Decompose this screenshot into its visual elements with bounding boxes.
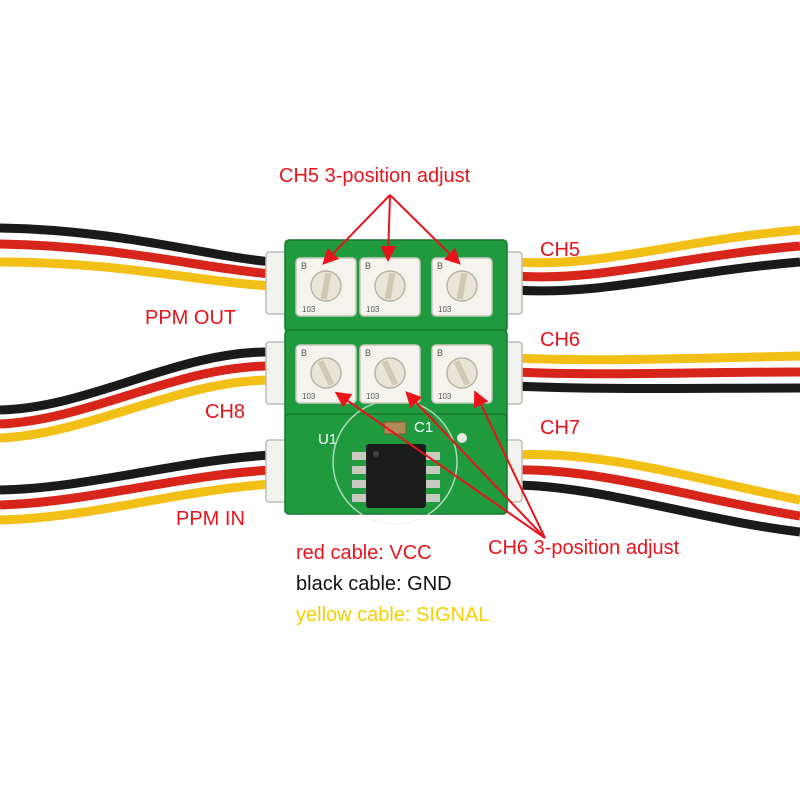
pot-code-label: 103	[366, 392, 380, 401]
pot-code-label: 103	[302, 305, 316, 314]
pot-b-label: B	[301, 348, 307, 358]
pot-code-label: 103	[438, 305, 452, 314]
label-ch5: CH5	[540, 239, 581, 261]
pot-b-label: B	[365, 261, 371, 271]
pot-code-label: 103	[438, 392, 452, 401]
legend-black-cable: black cable: GND	[296, 573, 452, 595]
legend-red-cable: red cable: VCC	[296, 542, 432, 564]
cable-ch5	[514, 225, 800, 296]
label-ch8: CH8	[205, 401, 246, 423]
label-ch5-adjust: CH5 3-position adjust	[279, 165, 471, 187]
silkscreen-u1: U1	[318, 431, 337, 448]
trimmer-pot-ch5-3: 103 B	[431, 257, 493, 317]
label-ppm-in: PPM IN	[176, 508, 245, 530]
pot-code-label: 103	[302, 392, 316, 401]
silkscreen-c1: C1	[414, 419, 433, 436]
cable-ppm-in	[0, 450, 273, 525]
label-ch7: CH7	[540, 417, 581, 439]
pot-b-label: B	[365, 348, 371, 358]
cable-ch6	[514, 351, 800, 393]
pot-b-label: B	[437, 348, 443, 358]
label-ch6: CH6	[540, 329, 581, 351]
cable-ppm-out	[0, 223, 273, 291]
trimmer-pot-ch6-1: 103 B	[295, 344, 357, 404]
legend-yellow-cable: yellow cable: SIGNAL	[296, 604, 490, 626]
trimmer-pot-ch6-3: 103 B	[431, 344, 493, 404]
pot-code-label: 103	[366, 305, 380, 314]
label-ch6-adjust: CH6 3-position adjust	[488, 537, 680, 559]
cable-ch8	[0, 347, 273, 443]
mounting-hole	[457, 433, 467, 443]
trimmer-pot-ch5-2: 103 B	[359, 257, 421, 317]
trimmer-pot-ch6-2: 103 B	[359, 344, 421, 404]
pot-b-label: B	[301, 261, 307, 271]
label-ppm-out: PPM OUT	[145, 307, 237, 329]
callout-arrows	[322, 194, 546, 539]
trimmer-pot-ch5-1: 103 B	[295, 257, 357, 317]
pot-b-label: B	[437, 261, 443, 271]
ic-chip-u1	[352, 444, 440, 508]
cable-ch7	[514, 449, 800, 537]
